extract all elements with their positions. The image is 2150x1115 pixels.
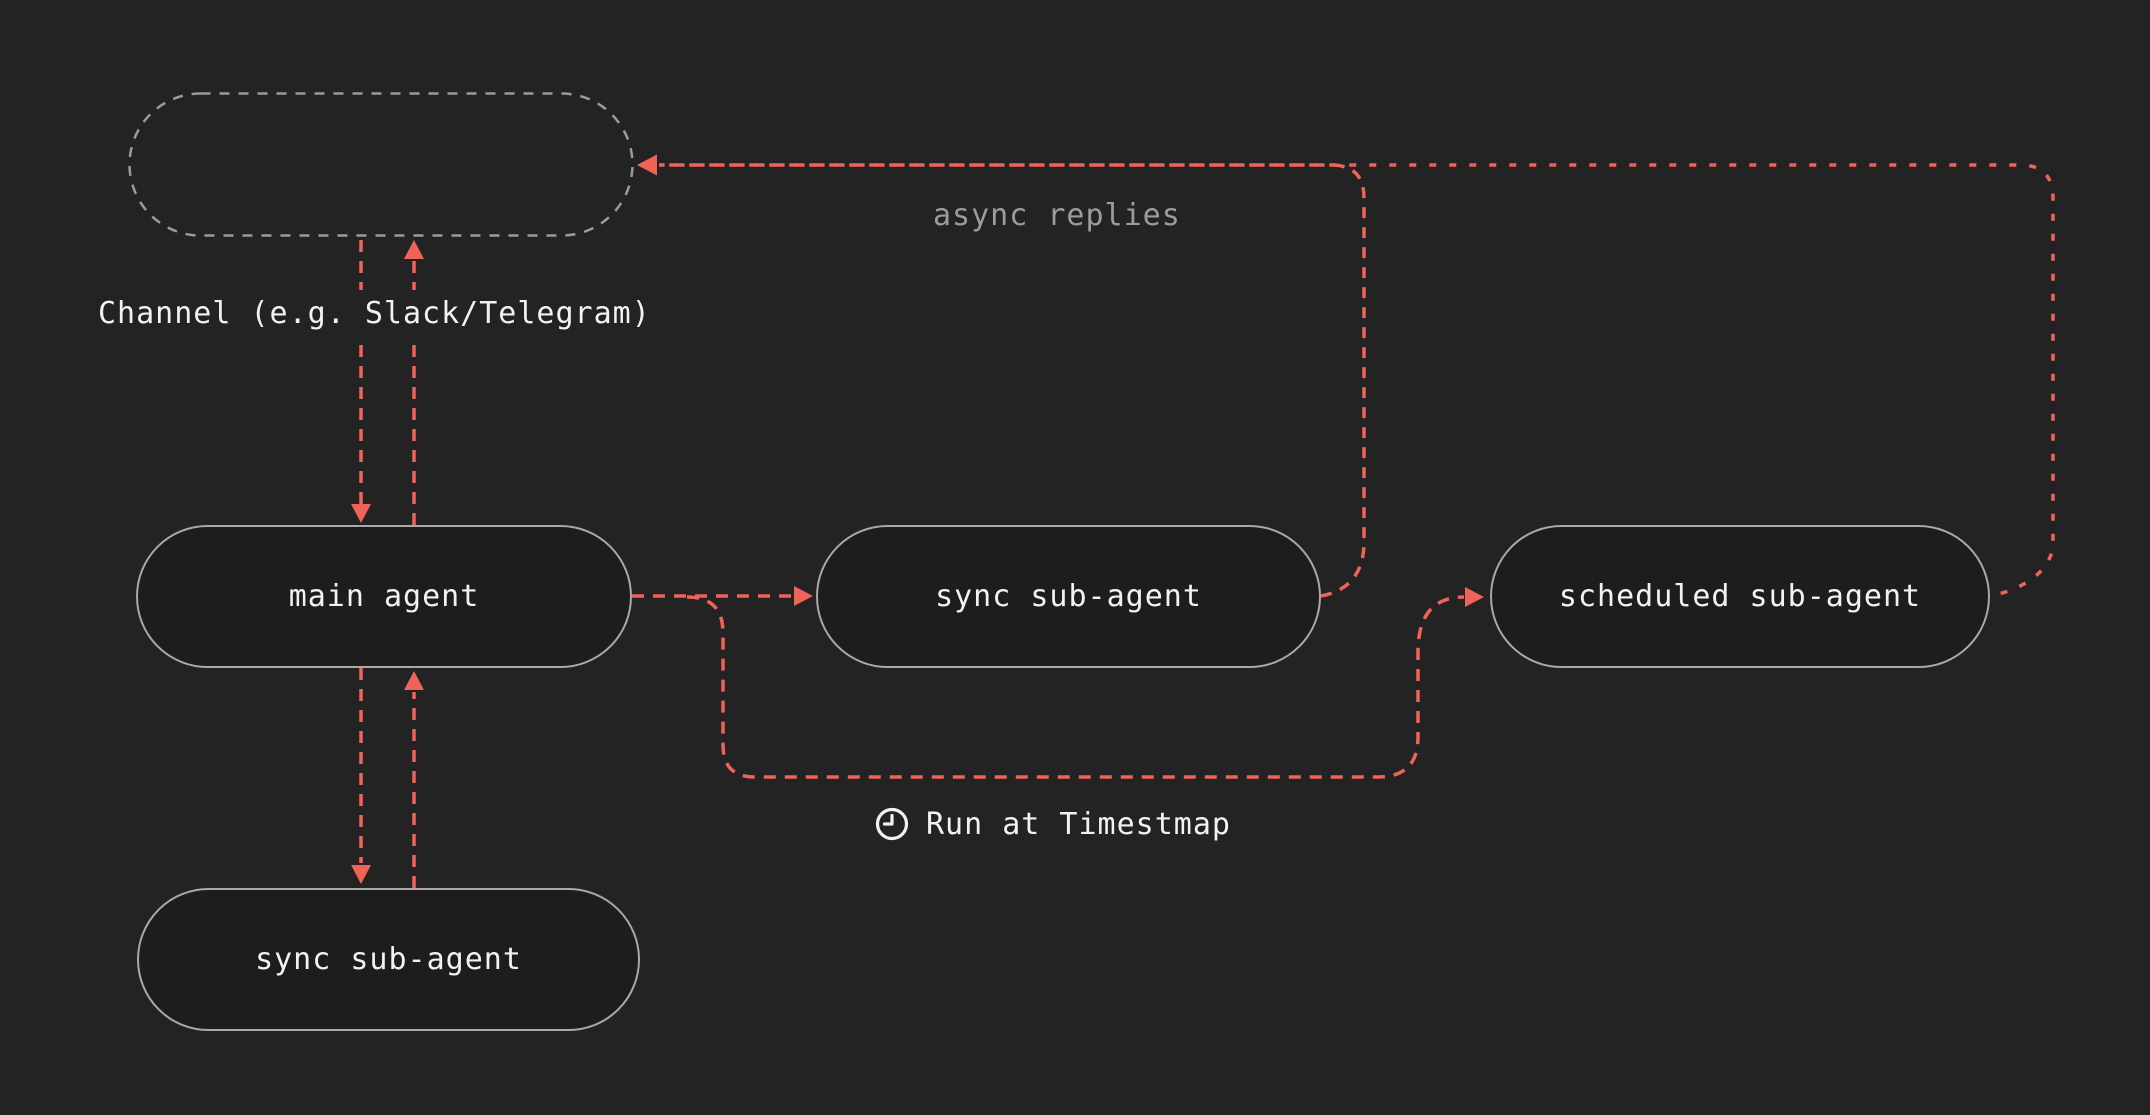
node-main-agent[interactable]: main agent [136,525,632,668]
run-at-timestamp-caption: Run at Timestmap [874,806,1231,842]
channel-caption: Channel (e.g. Slack/Telegram) [88,290,661,337]
node-sync-sub-agent-bottom-label: sync sub-agent [255,942,522,977]
edge-main-to-scheduled [686,595,1465,779]
node-sync-sub-agent-bottom[interactable]: sync sub-agent [137,888,640,1031]
arrowhead-into-main-bottom [404,671,424,690]
arrowhead-into-scheduled [1465,587,1484,607]
node-main-agent-label: main agent [288,579,480,614]
edge-sync-to-channel [659,163,1366,598]
arrowhead-into-sync [794,586,813,606]
arrowhead-into-channel-right [637,154,657,176]
async-replies-caption: async replies [933,198,1181,233]
edge-scheduled-to-channel [659,163,2055,598]
arrowhead-into-channel-bottom [404,240,424,259]
clock-icon [875,807,909,841]
run-at-timestamp-text: Run at Timestmap [926,806,1231,842]
arrowhead-into-main-top [351,504,371,523]
node-channel[interactable] [128,92,634,237]
node-sync-sub-agent-label: sync sub-agent [935,579,1202,614]
node-scheduled-sub-agent[interactable]: scheduled sub-agent [1490,525,1990,668]
node-scheduled-sub-agent-label: scheduled sub-agent [1558,579,1922,614]
node-sync-sub-agent[interactable]: sync sub-agent [816,525,1321,668]
arrowhead-into-bottom-sync [351,865,371,884]
